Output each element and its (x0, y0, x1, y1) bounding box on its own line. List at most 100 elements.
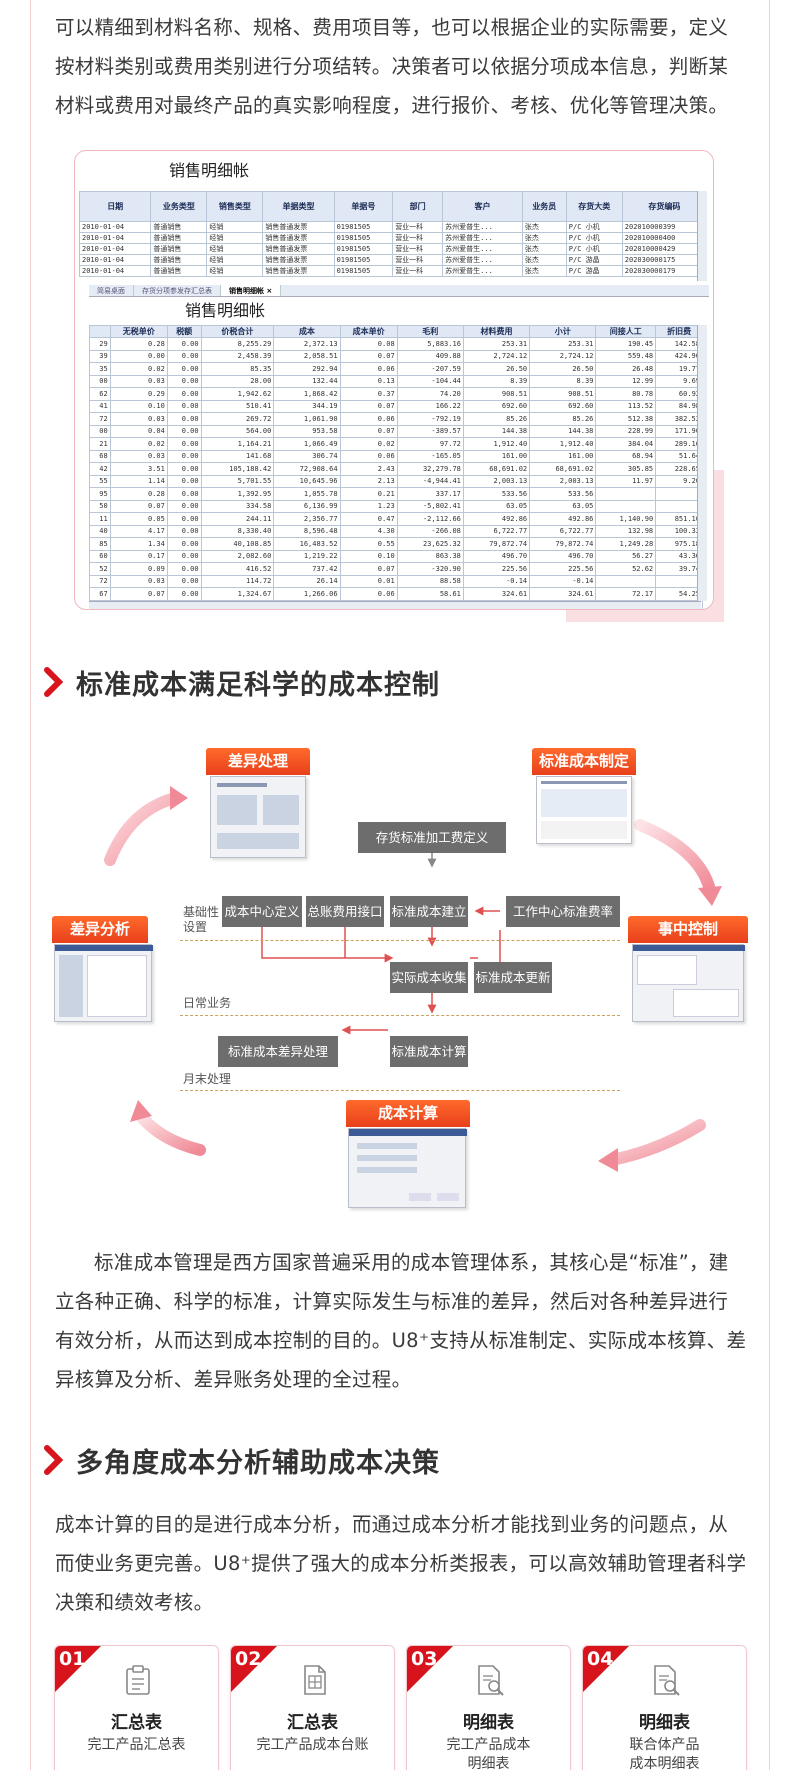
report-card-2[interactable]: 02 汇总表 完工产品成本台账 (230, 1645, 395, 1770)
table-cell: -0.14 (462, 574, 531, 588)
table-cell: 492.86 (529, 512, 597, 526)
curve-arrow-top-right (634, 819, 716, 896)
table-cell: 16,483.52 (273, 537, 341, 551)
report-card-4[interactable]: 04 明细表 联合体产品 成本明细表 (582, 1645, 747, 1770)
table-cell: 0.00 (166, 549, 202, 563)
table-cell: 2010-01-04 (78, 232, 152, 244)
card-corner (583, 1646, 629, 1692)
table-cell: 0.10 (109, 399, 168, 413)
document-icon (304, 1665, 326, 1695)
table-cell: 324.61 (462, 587, 531, 601)
table-cell: 0.07 (109, 499, 168, 513)
table-cell: 1.14 (109, 474, 168, 488)
table-cell: 2,724.12 (529, 349, 597, 363)
table-cell: 00 (89, 424, 111, 438)
table-cell: 32,279.78 (396, 462, 464, 476)
table-cell: 营业一科 (392, 232, 444, 244)
table-cell: 35 (89, 362, 111, 376)
table-cell: -2,112.66 (396, 512, 464, 526)
table-cell: 2010-01-04 (78, 243, 152, 255)
table-cell: 28.00 (200, 374, 275, 388)
card-subtitle: 联合体产品 成本明细表 (629, 1737, 700, 1770)
screenshot-tab[interactable]: 销售明细帐 × (221, 285, 282, 296)
table-cell: 0.10 (339, 549, 398, 563)
screenshot-tab[interactable]: 简易桌面 (89, 285, 134, 296)
table-header-cell: 小计 (529, 325, 597, 338)
table-cell: 张杰 (521, 265, 567, 277)
table-cell: 5,701.55 (200, 474, 275, 488)
table-cell: P/C 小机 (565, 243, 623, 255)
table-cell: 张杰 (521, 254, 567, 266)
table-cell: 692.60 (529, 399, 597, 413)
clipboard-icon (126, 1665, 150, 1695)
row-label-basic: 基础性 设置 (183, 905, 220, 934)
table-header-cell: 业务员 (521, 191, 567, 222)
table-cell: -792.19 (396, 412, 464, 426)
table-cell: 营业一科 (392, 243, 444, 255)
scrollbar-horizontal[interactable] (89, 601, 701, 609)
table-cell: 普通销售 (150, 221, 208, 233)
table-cell: 161.00 (529, 449, 597, 463)
table-cell: 908.51 (529, 387, 597, 401)
report-card-1[interactable]: 01 汇总表 完工产品汇总表 (54, 1645, 219, 1770)
table-cell: 0.07 (109, 587, 168, 601)
table-cell: 0.03 (109, 374, 168, 388)
table-cell: 29 (89, 337, 111, 351)
table-cell: 营业一科 (392, 265, 444, 277)
card-title: 汇总表 (111, 1713, 162, 1733)
box-cost-center: 成本中心定义 (222, 896, 302, 927)
thumb-variance-analysis (54, 944, 153, 1022)
report-card-3[interactable]: 03 明细表 完工产品成本 明细表 (406, 1645, 571, 1770)
table-cell: 58.61 (396, 587, 464, 601)
scrollbar-bottom[interactable] (697, 325, 707, 601)
table-cell: 0.06 (339, 412, 398, 426)
table-header-cell: 毛利 (396, 325, 464, 338)
cost-analysis-paragraph: 成本计算的目的是进行成本分析，而通过成本分析才能找到业务的问题点，从而使业务更完… (55, 1513, 747, 1614)
table-cell: 100.32 (655, 524, 703, 538)
table-cell: 0.00 (166, 499, 202, 513)
table-cell: 经销 (206, 232, 264, 244)
scrollbar-top[interactable] (697, 191, 707, 281)
table-cell: 01981505 (333, 243, 394, 255)
box-inventory-std: 存货标准加工费定义 (358, 822, 506, 853)
table-header-cell: 价税合计 (200, 325, 275, 338)
table-cell: 21 (89, 437, 111, 451)
table-cell: 132.44 (273, 374, 341, 388)
row-label-month-end: 月末处理 (183, 1072, 232, 1086)
table-cell: 26.50 (462, 362, 531, 376)
table-cell: 202010000399 (621, 221, 708, 233)
table-cell: -266.08 (396, 524, 464, 538)
table-header-cell: 材料费用 (462, 325, 531, 338)
table-cell: 41 (89, 399, 111, 413)
table-cell: 202030000179 (621, 265, 708, 277)
screenshot-title-top: 销售明细帐 (169, 161, 250, 180)
screenshot-tab[interactable]: 存货分项参发存汇总表 (134, 285, 221, 296)
